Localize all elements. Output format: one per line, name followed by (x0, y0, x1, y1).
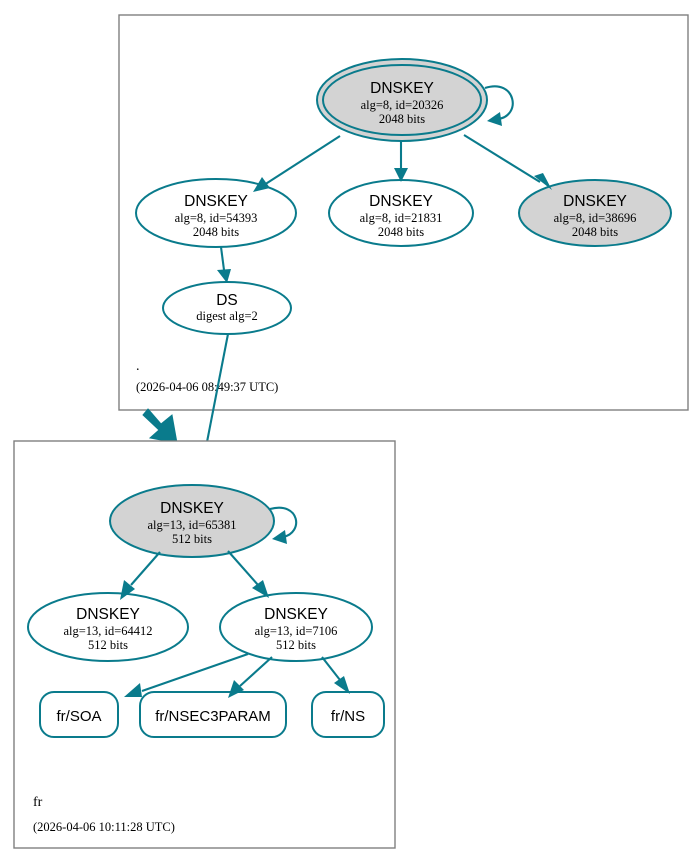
edge-zsk7106-to-soa (124, 653, 249, 697)
zone-delegation-arrow (142, 408, 178, 444)
edge-ksk20326-to-zsk54393 (253, 135, 341, 192)
zone-name-root: . (136, 359, 140, 374)
edge-zsk7106-to-nsec3param (228, 656, 273, 698)
node-params: alg=8, id=38696 (554, 211, 637, 225)
node-size: 2048 bits (572, 225, 618, 239)
node-size: 2048 bits (193, 225, 239, 239)
zone-fr[interactable]: DNSKEY alg=13, id=65381 512 bits DNSKEY … (13, 440, 396, 849)
node-params: alg=13, id=65381 (147, 518, 236, 532)
node-size: 2048 bits (379, 112, 425, 126)
edge-self-signature-root-ksk (484, 85, 514, 126)
node-ellipse (219, 592, 373, 662)
zone-timestamp-fr: (2026-04-06 10:11:28 UTC) (33, 820, 175, 834)
node-label: DNSKEY (370, 80, 434, 97)
node-params: alg=8, id=54393 (175, 211, 258, 225)
node-size: 2048 bits (378, 225, 424, 239)
node-label: DNSKEY (369, 193, 433, 210)
node-fr-nsec3param[interactable]: fr/NSEC3PARAM (139, 691, 287, 738)
node-params: alg=13, id=7106 (255, 624, 338, 638)
zone-root[interactable]: DNSKEY alg=8, id=20326 2048 bits DNSKEY … (118, 14, 689, 411)
node-ellipse (109, 484, 275, 558)
rrset-label: fr/NSEC3PARAM (155, 708, 271, 725)
node-label: DNSKEY (563, 193, 627, 210)
edge-ksk20326-to-zsk21831 (394, 141, 408, 182)
edge-frksk-to-zsk7106 (227, 550, 269, 598)
node-root-ds-fr[interactable]: DS digest alg=2 (162, 281, 292, 335)
node-size: 512 bits (276, 638, 316, 652)
edge-zsk54393-to-ds (217, 246, 231, 283)
arrowhead-icon (272, 530, 287, 544)
node-fr-zsk-7106[interactable]: DNSKEY alg=13, id=7106 512 bits (219, 592, 373, 662)
node-params: alg=13, id=64412 (63, 624, 152, 638)
node-fr-ksk-65381[interactable]: DNSKEY alg=13, id=65381 512 bits (109, 484, 275, 558)
node-params: digest alg=2 (196, 309, 258, 323)
node-fr-zsk-64412[interactable]: DNSKEY alg=13, id=64412 512 bits (27, 592, 189, 662)
node-ellipse (27, 592, 189, 662)
node-label: DNSKEY (264, 606, 328, 623)
trust-anchor-inner-ellipse (322, 64, 482, 136)
node-ellipse (518, 179, 672, 247)
edge-zsk7106-to-ns (321, 656, 350, 694)
node-params: alg=8, id=21831 (360, 211, 443, 225)
node-label: DNSKEY (160, 500, 224, 517)
arrowhead-icon (487, 112, 502, 126)
node-fr-ns[interactable]: fr/NS (311, 691, 385, 738)
node-label: DNSKEY (184, 193, 248, 210)
rrset-box (139, 691, 287, 738)
zone-timestamp-root: (2026-04-06 08:49:37 UTC) (136, 380, 278, 394)
node-params: alg=8, id=20326 (361, 98, 444, 112)
rrset-label: fr/NS (331, 708, 365, 725)
zone-name-fr: fr (33, 795, 43, 810)
node-size: 512 bits (88, 638, 128, 652)
node-label: DNSKEY (76, 606, 140, 623)
edge-ksk20326-to-zsk38696 (463, 134, 552, 190)
node-fr-soa[interactable]: fr/SOA (39, 691, 119, 738)
node-root-ksk-20326[interactable]: DNSKEY alg=8, id=20326 2048 bits (316, 58, 488, 142)
node-ellipse (135, 178, 297, 248)
edge-self-signature-fr-ksk (269, 506, 298, 544)
node-root-zsk-21831[interactable]: DNSKEY alg=8, id=21831 2048 bits (328, 179, 474, 247)
node-root-zsk-38696[interactable]: DNSKEY alg=8, id=38696 2048 bits (518, 179, 672, 247)
node-label: DS (216, 292, 238, 309)
node-root-zsk-54393[interactable]: DNSKEY alg=8, id=54393 2048 bits (135, 178, 297, 248)
rrset-label: fr/SOA (56, 708, 101, 725)
rrset-box (39, 691, 119, 738)
node-size: 512 bits (172, 532, 212, 546)
edge-frksk-to-zsk64412 (120, 551, 161, 600)
